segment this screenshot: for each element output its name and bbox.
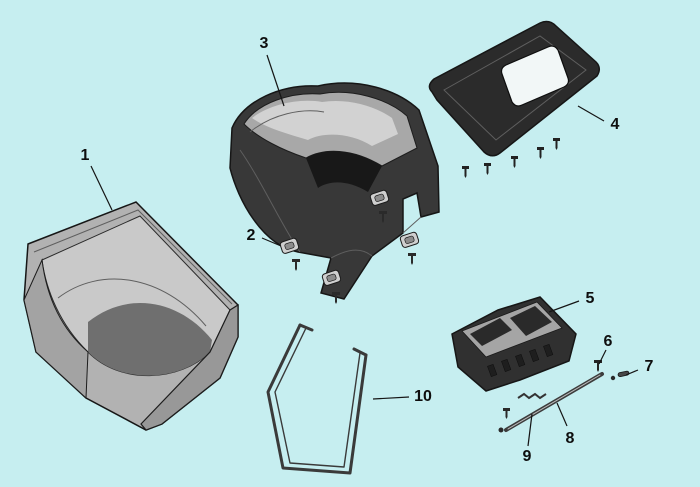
part-5-rear-cover (451, 296, 577, 392)
callout-label-5: 5 (586, 290, 595, 307)
callout-label-6: 6 (604, 333, 613, 350)
box-rim-line (33, 209, 233, 305)
part-1-grass-catcher-box (23, 201, 239, 431)
cover-rib-1 (249, 110, 325, 133)
wire-hook-left (298, 323, 314, 332)
wire-frame-main (266, 323, 368, 475)
box-front-wall (140, 303, 239, 431)
part-6-screw (594, 360, 602, 372)
clip-1 (279, 237, 300, 254)
clip-2-screw (332, 292, 340, 304)
wire-hook-right (352, 347, 368, 357)
part-10-wire-frame (266, 323, 368, 475)
cover-center-opening (306, 151, 382, 192)
panel-inner-ridge (443, 35, 587, 141)
callout-label-2: 2 (247, 227, 256, 244)
leader-8 (556, 402, 568, 427)
leader-lines (90, 54, 639, 447)
rear-cover-hinge-teeth (487, 343, 554, 377)
rod-highlight (507, 374, 601, 430)
rear-cover-pattern-1 (470, 318, 512, 346)
callout-label-4: 4 (611, 116, 620, 133)
callout-label-7: 7 (645, 358, 654, 375)
leader-9 (527, 413, 533, 447)
part-9-hardware (498, 375, 616, 433)
box-inner-lip (57, 278, 207, 327)
callout-label-3: 3 (260, 35, 269, 52)
leader-3 (266, 54, 285, 107)
box-left-wall (23, 258, 89, 400)
clip-4-screw (408, 253, 416, 265)
callout-label-10: 10 (414, 388, 432, 405)
cover-rib-2 (402, 216, 422, 234)
clip-3 (369, 189, 390, 206)
leader-5 (548, 300, 580, 313)
rear-cover-pattern-2 (510, 306, 552, 336)
small-screw-a (503, 408, 510, 419)
leader-10 (372, 396, 410, 400)
washer (498, 427, 504, 433)
callout-label-8: 8 (566, 430, 575, 447)
leader-6 (598, 349, 607, 365)
clip-3-screw (379, 211, 387, 223)
part-3-top-cover (229, 82, 440, 300)
callout-label-9: 9 (523, 448, 532, 465)
leader-4 (577, 105, 605, 122)
panel-screws (462, 138, 560, 178)
cover-rib-3 (330, 249, 373, 259)
washer-2 (610, 375, 616, 381)
spring-clip (517, 392, 547, 400)
leader-2 (261, 237, 282, 247)
box-interior-shadow (88, 302, 212, 376)
wire-frame-inner (274, 327, 361, 468)
clip-2 (321, 269, 342, 286)
part-8-rod (504, 372, 604, 432)
cover-highlight (252, 100, 398, 146)
leader-1 (90, 165, 113, 211)
callout-labels: 1 2 3 4 5 6 7 8 9 10 (81, 35, 654, 465)
clip-4 (399, 231, 420, 248)
clip-1-screw (292, 259, 300, 271)
callout-label-1: 1 (81, 147, 90, 164)
part-2-clips (279, 189, 420, 304)
panel-opening (500, 45, 570, 107)
part-4-panel (428, 20, 600, 178)
leader-7 (625, 369, 639, 376)
